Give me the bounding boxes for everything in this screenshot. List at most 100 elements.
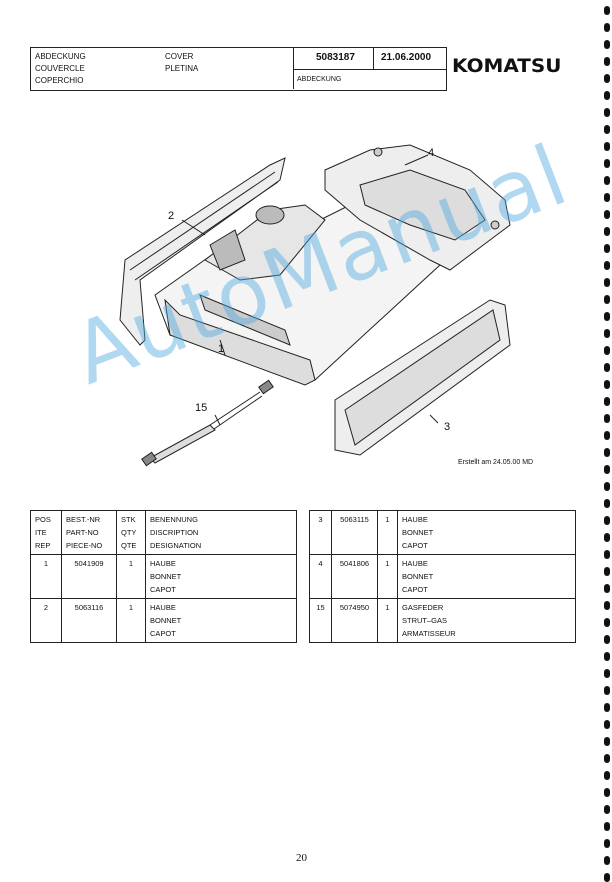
cell-designation: HAUBE BONNET CAPOT — [397, 510, 576, 555]
binding-ring — [604, 720, 610, 729]
designation-line: GASFEDER — [402, 603, 444, 612]
designation-line: CAPOT — [150, 629, 176, 638]
leader-line — [404, 154, 429, 166]
binding-ring — [604, 91, 610, 100]
binding-ring — [604, 414, 610, 423]
name-es: PLETINA — [165, 64, 199, 73]
cell-designation: HAUBE BONNET CAPOT — [145, 598, 297, 643]
binding-ring — [604, 839, 610, 848]
binding-ring — [604, 567, 610, 576]
header-text: PART-NO — [66, 528, 99, 537]
binding-ring — [604, 363, 610, 372]
binding-ring — [604, 635, 610, 644]
created-note: Erstellt am 24.05.00 MD — [458, 459, 534, 466]
header-text: QTE — [121, 541, 137, 550]
binding-ring — [604, 278, 610, 287]
header-text: ITE — [35, 528, 47, 537]
leader-line — [214, 414, 221, 426]
binding-ring — [604, 380, 610, 389]
binding-ring — [604, 465, 610, 474]
binding-ring — [604, 125, 610, 134]
binding-ring — [604, 856, 610, 865]
binding-ring — [604, 74, 610, 83]
header-text: REP — [35, 541, 51, 550]
designation-line: HAUBE — [402, 559, 428, 568]
cell-qty: 1 — [116, 554, 146, 599]
designation-line: BONNET — [402, 528, 434, 537]
leader-line — [181, 219, 206, 236]
exploded-parts-diagram — [119, 144, 511, 467]
name-column-2: COVER PLETINA — [165, 51, 198, 75]
cell-part-no: 5041806 — [331, 554, 378, 599]
header-text: BEST.-NR — [66, 515, 101, 524]
parts-table-left: POS ITE REP BEST.-NR PART-NO PIECE-NO ST… — [30, 510, 297, 643]
binding-ring — [604, 584, 610, 593]
binding-ring — [604, 6, 610, 15]
rear-hood-part-4 — [324, 144, 511, 271]
header-text: DESIGNATION — [150, 541, 202, 550]
cell-part-no: 5063116 — [61, 598, 117, 643]
designation-line: HAUBE — [402, 515, 428, 524]
binding-ring — [604, 431, 610, 440]
designation-line: BONNET — [150, 616, 182, 625]
cell-part-no: 5063115 — [331, 510, 378, 555]
binding-ring — [604, 142, 610, 151]
divider — [373, 48, 374, 69]
binding-ring — [604, 822, 610, 831]
binding-ring — [604, 550, 610, 559]
designation-line: BONNET — [150, 572, 182, 581]
gas-strut-part-15 — [141, 379, 274, 467]
header-part-no: BEST.-NR PART-NO PIECE-NO — [61, 510, 117, 555]
binding-ring — [604, 227, 610, 236]
divider — [293, 69, 446, 70]
callout-3: 3 — [444, 421, 451, 433]
name-en: COVER — [165, 52, 194, 61]
binding-ring — [604, 737, 610, 746]
binding-ring — [604, 346, 610, 355]
cell-part-no: 5041909 — [61, 554, 117, 599]
designation-line: HAUBE — [150, 559, 176, 568]
binding-ring — [604, 652, 610, 661]
callout-1: 1 — [218, 343, 225, 355]
side-panel-part-2 — [119, 157, 286, 346]
binding-ring — [604, 210, 610, 219]
cell-qty: 1 — [377, 598, 398, 643]
binding-ring — [604, 686, 610, 695]
cell-part-no: 5074950 — [331, 598, 378, 643]
binding-ring — [604, 754, 610, 763]
header-text: BENENNUNG — [150, 515, 198, 524]
name-column-1: ABDECKUNG COUVERCLE COPERCHIO — [35, 51, 86, 87]
binding-ring — [604, 533, 610, 542]
binding-ring — [604, 40, 610, 49]
binding-ring — [604, 448, 610, 457]
binding-ring — [604, 516, 610, 525]
designation-line: CAPOT — [402, 541, 428, 550]
designation-line: HAUBE — [150, 603, 176, 612]
title-block: ABDECKUNG COUVERCLE COPERCHIO COVER PLET… — [30, 47, 447, 91]
binding-ring — [604, 244, 610, 253]
binding-ring — [604, 312, 610, 321]
cell-pos: 15 — [309, 598, 332, 643]
leader-line — [219, 339, 226, 356]
cell-qty: 1 — [377, 510, 398, 555]
binding-ring — [604, 788, 610, 797]
cell-pos: 2 — [30, 598, 62, 643]
binding-ring — [604, 397, 610, 406]
binding-ring — [604, 23, 610, 32]
name-de: ABDECKUNG — [35, 52, 86, 61]
ring-binding — [602, 0, 612, 882]
side-panel-part-3 — [334, 299, 511, 456]
binding-ring — [604, 771, 610, 780]
name-fr: COUVERCLE — [35, 64, 85, 73]
cell-qty: 1 — [116, 598, 146, 643]
callout-15: 15 — [195, 402, 208, 414]
binding-ring — [604, 295, 610, 304]
binding-ring — [604, 669, 610, 678]
